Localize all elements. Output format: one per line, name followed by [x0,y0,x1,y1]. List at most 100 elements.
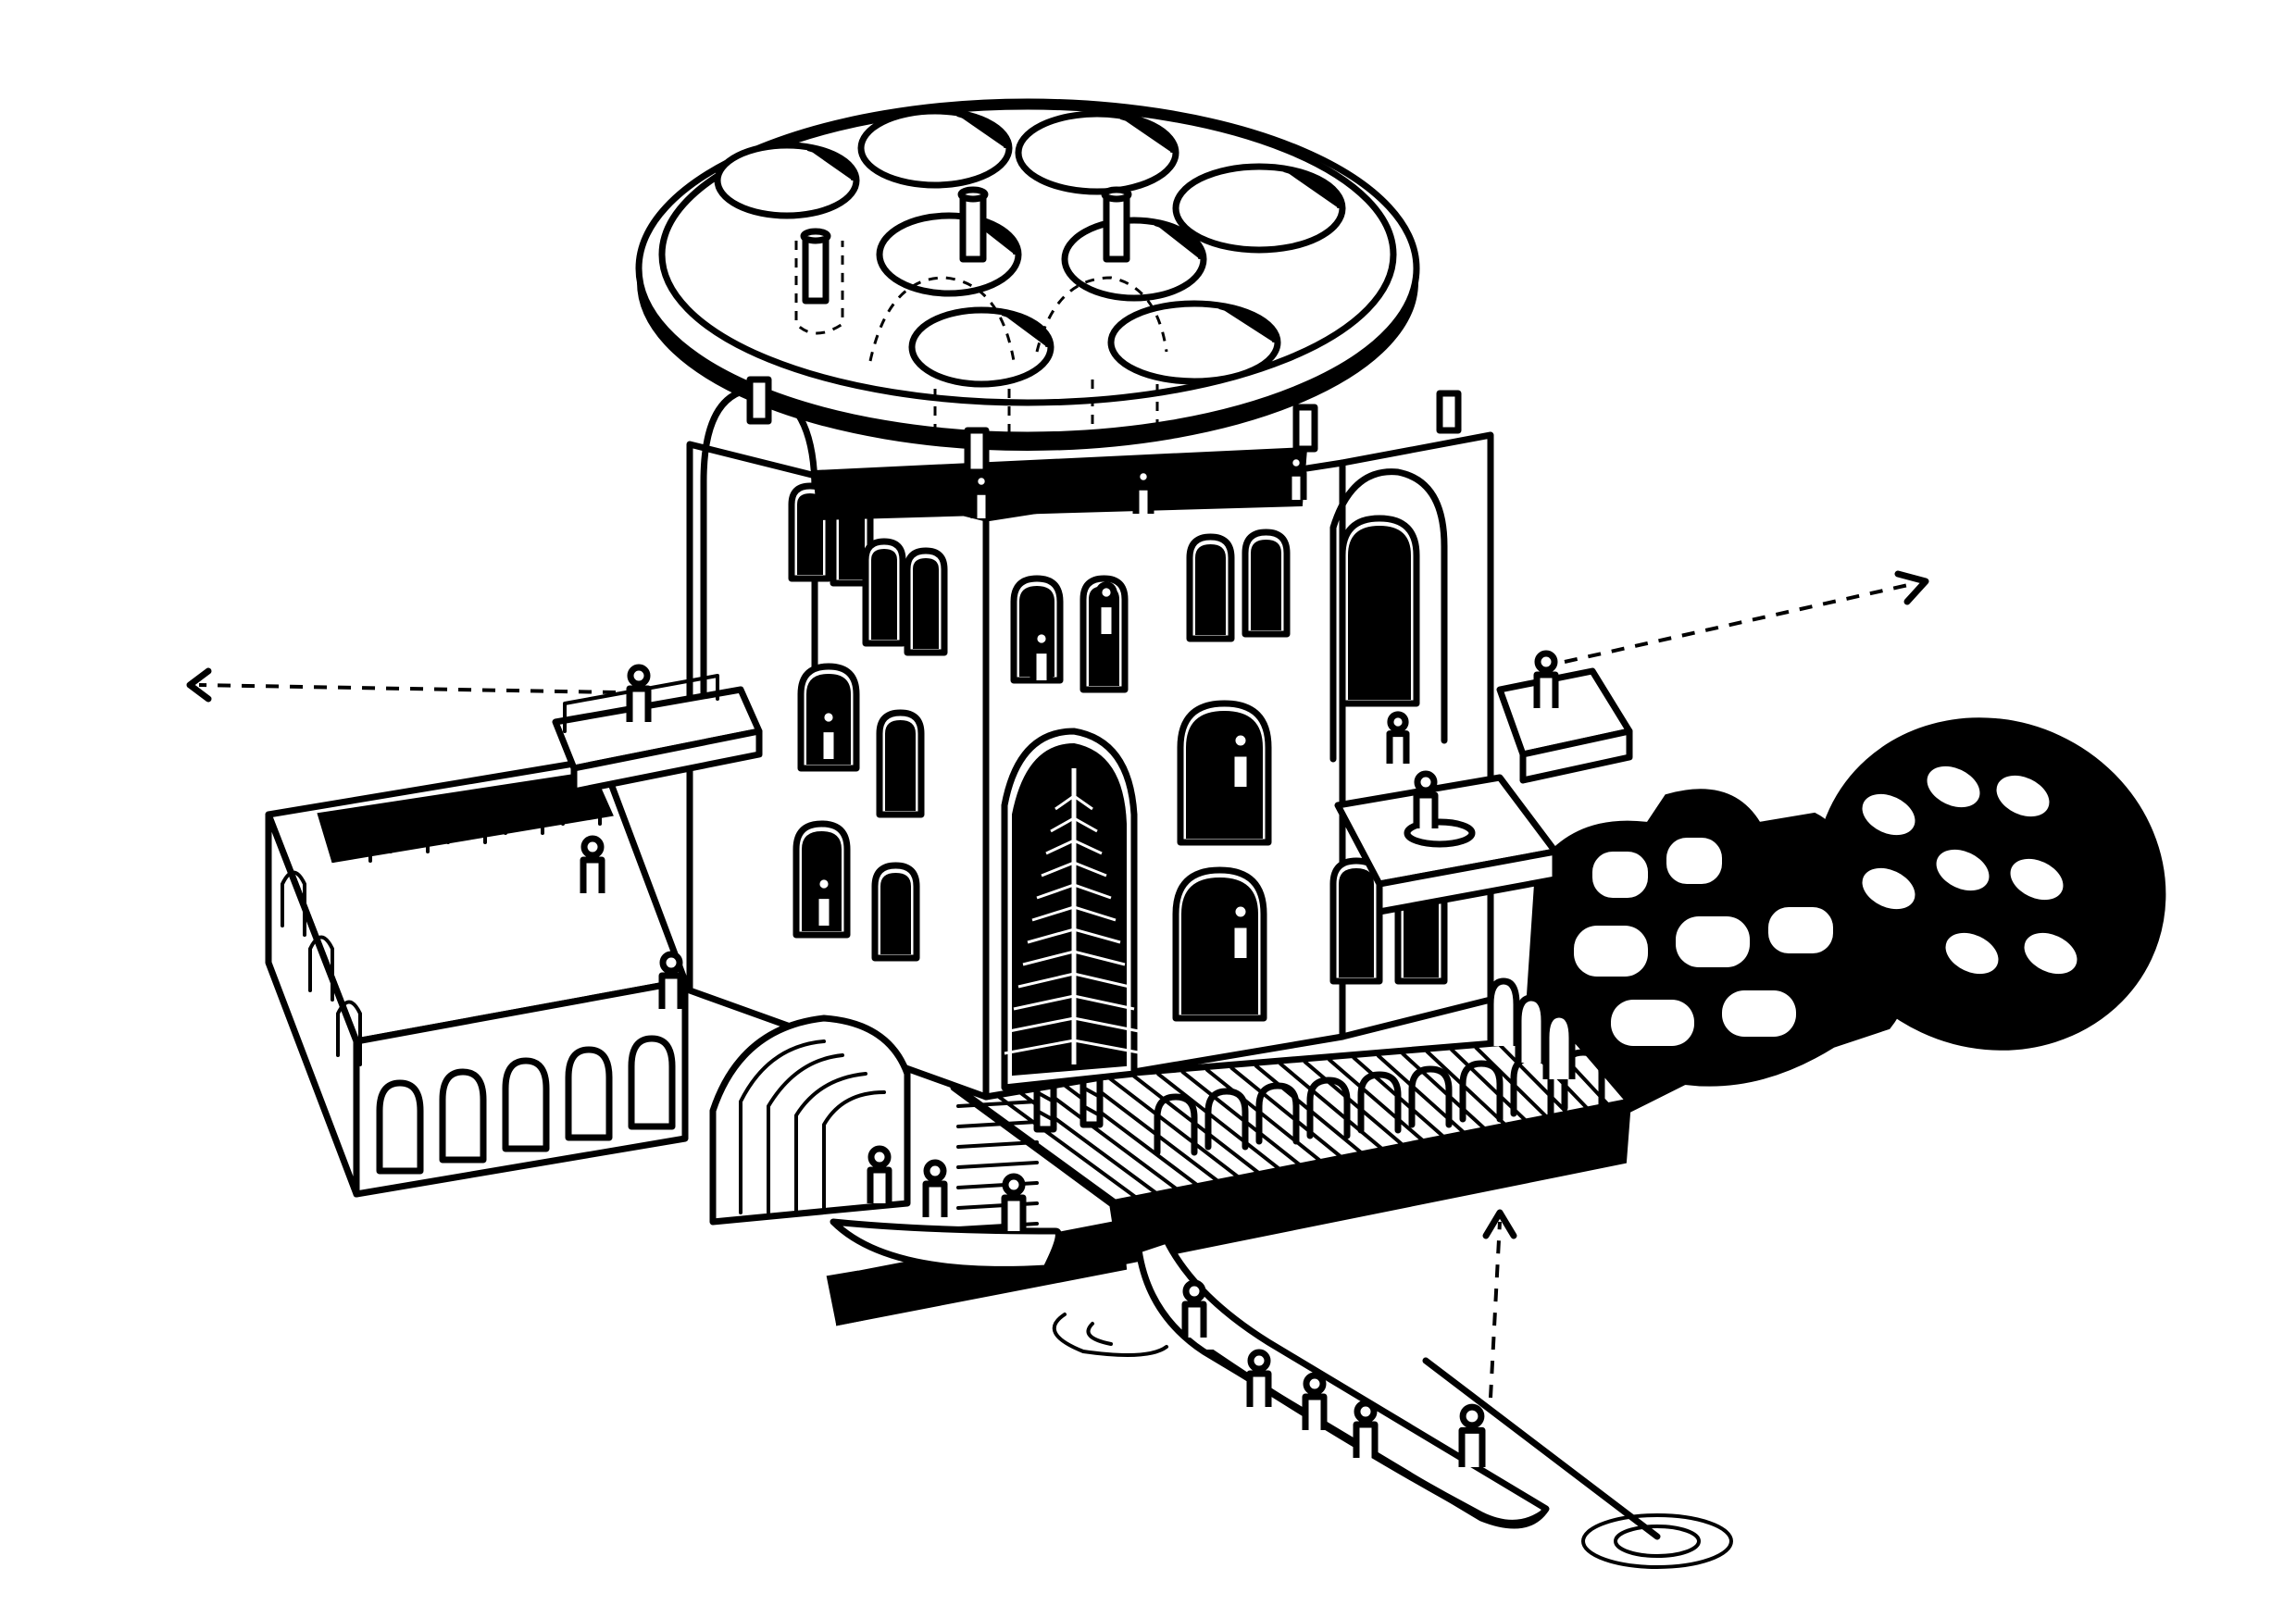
deck-plank [1205,1068,1323,1164]
person-body [1228,921,1254,958]
interior-tree [1004,768,1144,1064]
person-body [970,488,992,518]
deck-end-arch [1542,1011,1576,1079]
docked-gondola-hull [830,1218,1062,1273]
person-head [1095,581,1117,604]
roof-posts [746,376,1462,476]
shadow-oculus [1862,867,1915,910]
deck-plank [985,1086,1139,1200]
person-body [626,685,652,722]
arrow-right-head [1894,570,1929,605]
stair-step [956,1283,1039,1291]
person-head [1459,1403,1485,1429]
deck-arch [1204,1088,1249,1151]
chimney-top [1101,186,1132,203]
tree-branch [1041,861,1107,877]
arched-window-inner [885,719,916,811]
shadow-oculus [2024,932,2078,975]
roof-oculus-shade [956,113,1008,149]
person-body [1246,1370,1272,1407]
person-head [1286,453,1306,473]
person-body [867,1166,892,1203]
arrow-right [1564,581,1917,664]
roof-oculus-shade [1001,312,1050,348]
roof-chimneys [800,186,1132,305]
person-head [1229,728,1253,753]
roof-oculus [714,142,860,219]
view-arrows [186,570,1929,1399]
person-head [580,835,605,859]
figures [580,453,1559,1467]
arched-window-inner [871,548,897,640]
cloister-arch [628,1035,676,1130]
cloister-side-arch [308,935,334,1002]
top-gallery-shadow [812,446,1308,521]
shadow-oculus [1936,849,1990,891]
roof-oculus [876,212,1022,297]
base-block-end [826,1270,864,1326]
balcony-right-upper-edge [1519,728,1633,784]
deck-plank [1425,1050,1508,1127]
person-body [922,1180,948,1217]
shadow-arches [1574,838,1833,1046]
deck-arch [1357,1071,1402,1134]
arched-window-inner [1339,867,1374,977]
tree-branch [1031,905,1117,922]
arrow-up [1489,1221,1502,1399]
arrow-left [198,683,617,694]
roof-oculus [908,306,1054,388]
tree-branch [1050,816,1098,833]
roof-oculus-shade [1218,305,1277,343]
person-body [817,726,841,759]
person-head [1534,650,1558,674]
person-body [580,856,605,893]
person-head [867,1145,892,1169]
roof-oculus [1172,163,1346,254]
person-head [1030,628,1053,650]
shadow-oculi [1862,765,2078,975]
deck-plank [1034,1082,1179,1192]
tree-branch [1017,972,1130,989]
corner-arch-right [1329,468,1448,763]
person-head [817,706,840,728]
deck-plank [1107,1076,1242,1180]
arched-window-inner [1348,525,1411,700]
post-stripe [1081,1104,1102,1117]
deck-plank [1229,1065,1344,1160]
person-body [1181,1301,1207,1338]
person-body [812,892,836,926]
shadow-oculus [2010,858,2064,901]
docked-gondola [709,1014,1062,1273]
person-body [1029,647,1054,680]
arched-window-inner [1251,539,1281,630]
person-head [659,951,683,975]
cast-shadow [1516,717,2166,1151]
chimney-top [957,186,989,203]
chimney-top [800,228,831,244]
balcony-right-lower-edge [1376,848,1559,915]
deck-arch [1255,1082,1300,1145]
roof-disc-rim [658,103,1397,406]
tree-branch [1004,1039,1144,1055]
person-head [1247,1349,1271,1373]
person-head [1354,1400,1378,1424]
tree-branch [1008,1016,1140,1033]
arrow-left-head [186,667,212,703]
deck-plank [1498,1043,1570,1115]
tree-branch [1013,994,1135,1011]
stair-step [956,1140,1039,1149]
arched-window-inner [1195,543,1226,635]
roof-oculus-shade [1154,222,1203,260]
deck-arch [1306,1077,1351,1139]
deck-arch [1154,1093,1198,1156]
person-head [1387,711,1409,733]
deck-arch [1459,1060,1504,1123]
tower [686,385,1494,1101]
deck-end-arch [1515,994,1548,1063]
courtyard-shadow [317,770,614,864]
shadow-oculus [1945,932,1999,975]
ghost-domes [794,241,1168,440]
shadow-disc [1815,717,2166,1051]
